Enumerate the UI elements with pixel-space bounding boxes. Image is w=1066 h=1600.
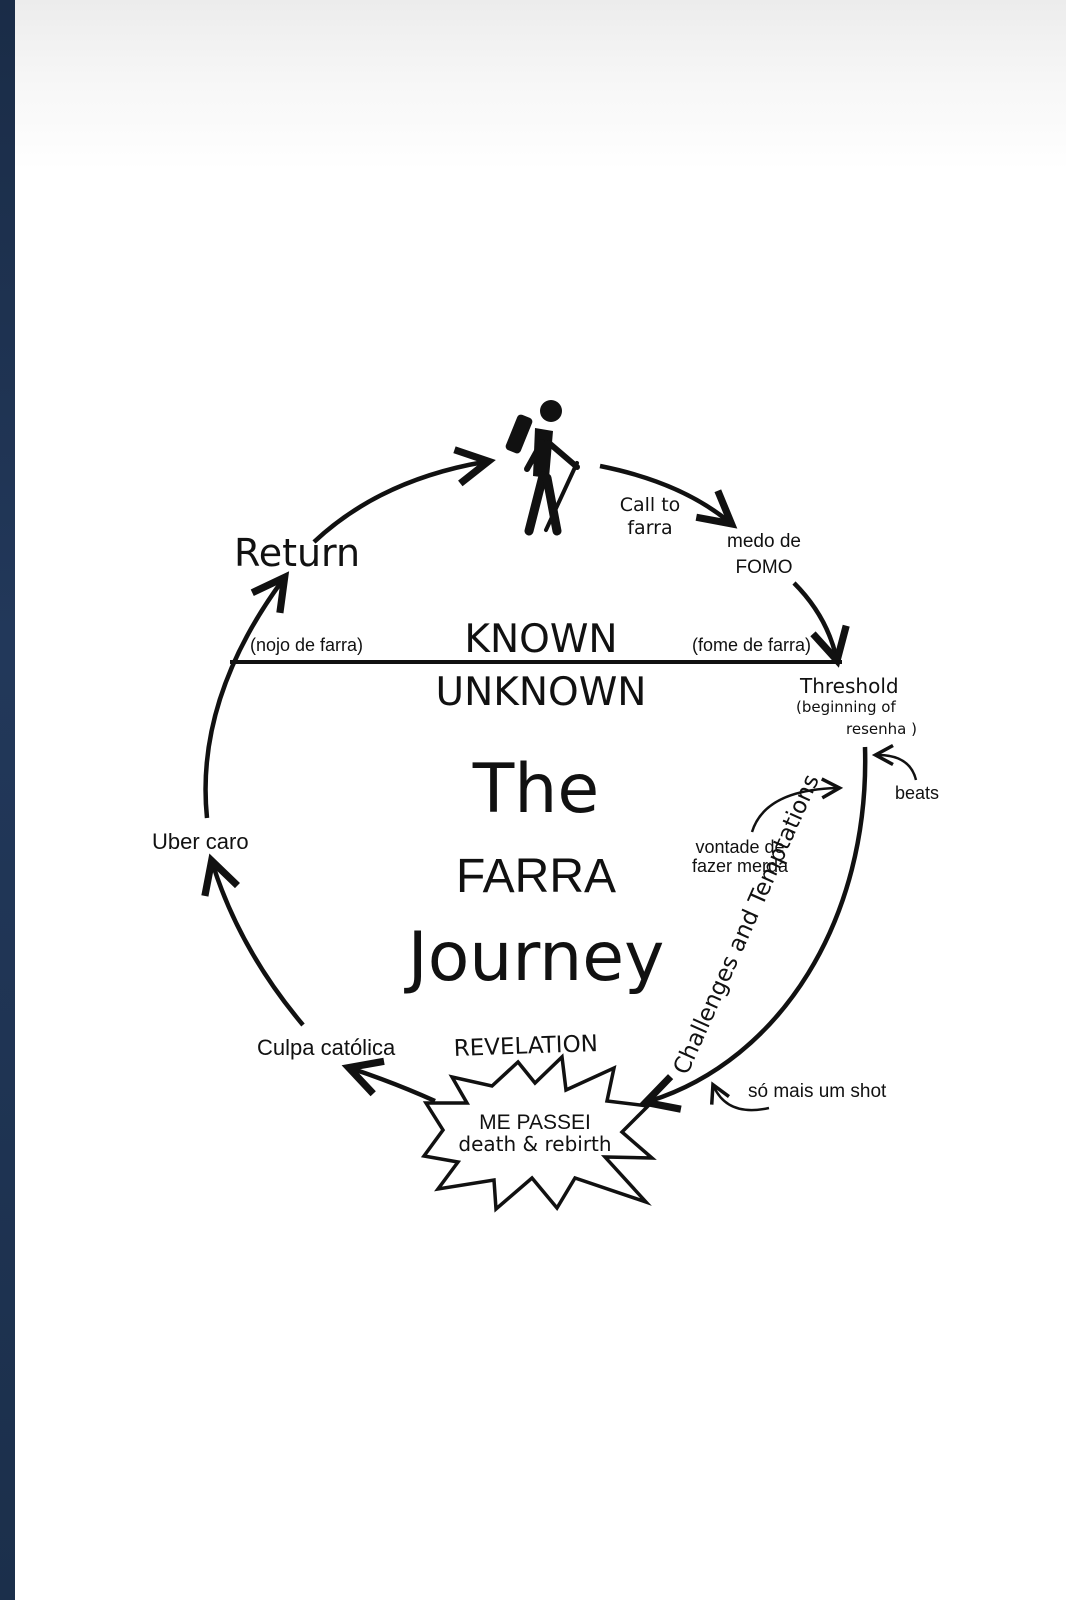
medo-line2: FOMO <box>735 556 793 578</box>
arrow-hero-to-call <box>599 463 738 529</box>
arrow-shot-to-arc <box>709 1081 770 1112</box>
arrow-fomo-to-threshold <box>792 581 850 668</box>
vontade-line2: fazer merda <box>691 855 789 876</box>
title-farra: FARRA <box>455 850 617 903</box>
call-to-label: Call to farra <box>610 494 690 539</box>
medo-line1: medo de <box>727 531 801 552</box>
arrow-return-to-hero <box>312 446 496 544</box>
medo-fomo-label: medo de FOMO <box>714 532 814 578</box>
culpa-label: Culpa católica <box>257 1035 396 1060</box>
hiker-icon <box>505 400 580 536</box>
arrow-beats-to-arc <box>871 743 918 781</box>
return-label: Return <box>234 531 361 575</box>
arrow-revelation-to-culpa <box>341 1057 436 1104</box>
title-journey: Journey <box>407 918 665 997</box>
unknown-label: UNKNOWN <box>435 670 647 715</box>
starburst-shape <box>420 1053 657 1213</box>
call-to-line1: Call to <box>619 494 681 516</box>
revelation-label: REVELATION <box>453 1031 598 1062</box>
me-passei-label: ME PASSEI <box>479 1111 591 1134</box>
death-rebirth-label: death & rebirth <box>458 1132 612 1156</box>
arrow-culpa-to-uber <box>201 853 305 1027</box>
arrow-vontade-to-arc <box>750 777 844 833</box>
call-to-line2: farra <box>627 516 673 539</box>
arrow-challenges-arc <box>638 746 868 1113</box>
beats-label: beats <box>895 783 940 803</box>
title-the: The <box>472 750 600 829</box>
vontade-label: vontade de fazer merda <box>680 838 800 876</box>
uber-label: Uber caro <box>152 829 249 854</box>
known-label: KNOWN <box>464 617 618 662</box>
so-mais-um-shot-label: só mais um shot <box>748 1081 887 1102</box>
fome-label: (fome de farra) <box>692 635 812 655</box>
vontade-line1: vontade de <box>695 837 785 857</box>
arrow-uber-to-return <box>203 571 290 819</box>
nojo-label: (nojo de farra) <box>250 635 364 655</box>
threshold-label: Threshold <box>800 674 899 698</box>
beginning-of-label: (beginning of <box>796 698 896 716</box>
resenha-label: resenha ) <box>846 720 917 738</box>
top-fade-band <box>15 0 1066 170</box>
left-edge-strip <box>0 0 15 1600</box>
